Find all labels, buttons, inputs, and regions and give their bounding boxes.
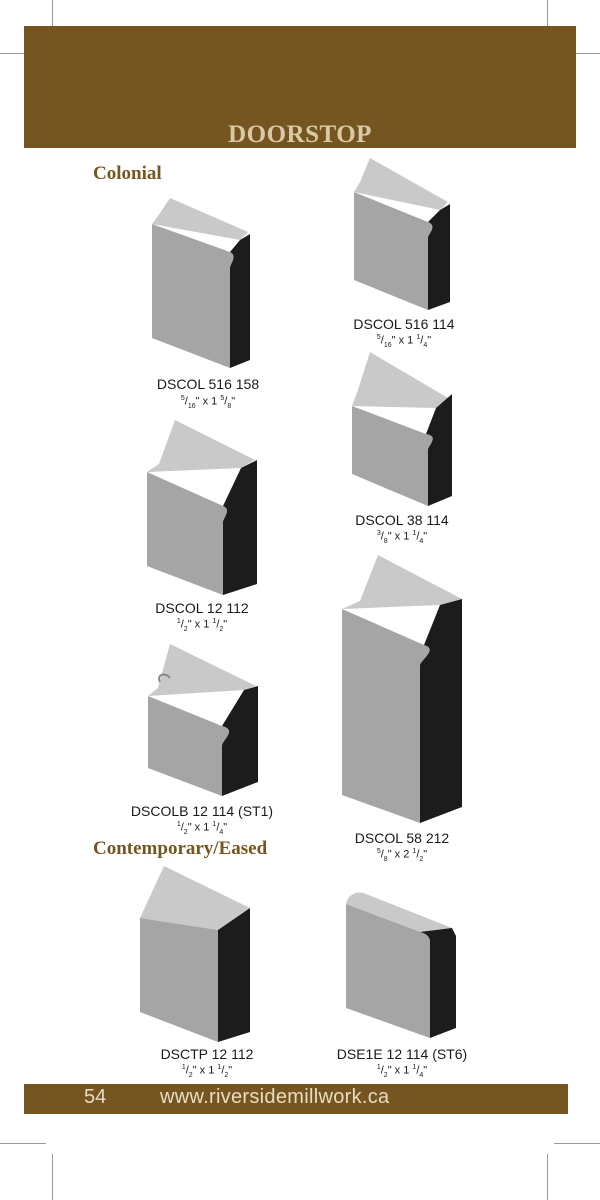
- product-code: DSCOL 38 114: [355, 512, 449, 528]
- page-header: DOORSTOP: [24, 26, 576, 148]
- profile-image-dscol-12-112: [147, 420, 257, 595]
- crop-mark: [547, 1154, 548, 1200]
- product-code: DSE1E 12 114 (ST6): [336, 1046, 468, 1062]
- crop-mark: [0, 53, 46, 54]
- crop-mark: [0, 1143, 46, 1144]
- page-number: 54: [84, 1086, 107, 1108]
- product-code: DSCOL 58 212: [354, 830, 450, 846]
- section-title-colonial: Colonial: [93, 163, 162, 184]
- section-title-contemporary: Contemporary/Eased: [93, 838, 268, 859]
- product-dimensions: 5/8" x 2 1/2": [376, 848, 428, 863]
- profile-image-dscol-516-114: [354, 158, 450, 310]
- page-footer: [24, 1084, 568, 1114]
- crop-mark: [547, 0, 548, 46]
- crop-mark: [554, 53, 600, 54]
- product-code: DSCOL 516 114: [353, 316, 455, 332]
- profile-image-dsctp-12-112: [140, 866, 250, 1042]
- crop-mark: [52, 1154, 53, 1200]
- product-dimensions: 3/8" x 1 1/4": [376, 530, 428, 545]
- product-dimensions: 5/16" x 1 1/4": [376, 334, 432, 349]
- website-link[interactable]: www.riversidemillwork.ca: [160, 1086, 390, 1108]
- profile-image-dscol-38-114: [352, 352, 452, 506]
- product-dimensions: 1/2" x 1 1/2": [176, 618, 228, 633]
- product-dimensions: 5/16" x 1 5/8": [180, 395, 236, 410]
- profile-image-dscolb-12-114-st1: [148, 644, 258, 796]
- product-code: DSCOL 516 158: [156, 376, 260, 392]
- profile-image-dscol-58-212: [342, 555, 462, 823]
- page-title: DOORSTOP: [228, 121, 372, 148]
- product-code: DSCTP 12 112: [160, 1046, 254, 1062]
- product-dimensions: 1/2" x 1 1/4": [376, 1064, 428, 1079]
- profile-image-dse1e-12-114-st6: [346, 892, 456, 1038]
- crop-mark: [554, 1143, 600, 1144]
- crop-mark: [52, 0, 53, 46]
- product-code: DSCOL 12 112: [155, 600, 249, 616]
- product-dimensions: 1/2" x 1 1/4": [176, 821, 228, 836]
- profile-image-dscol-516-158: [152, 198, 250, 368]
- product-code: DSCOLB 12 114 (ST1): [130, 803, 274, 819]
- product-dimensions: 1/2" x 1 1/2": [181, 1064, 233, 1079]
